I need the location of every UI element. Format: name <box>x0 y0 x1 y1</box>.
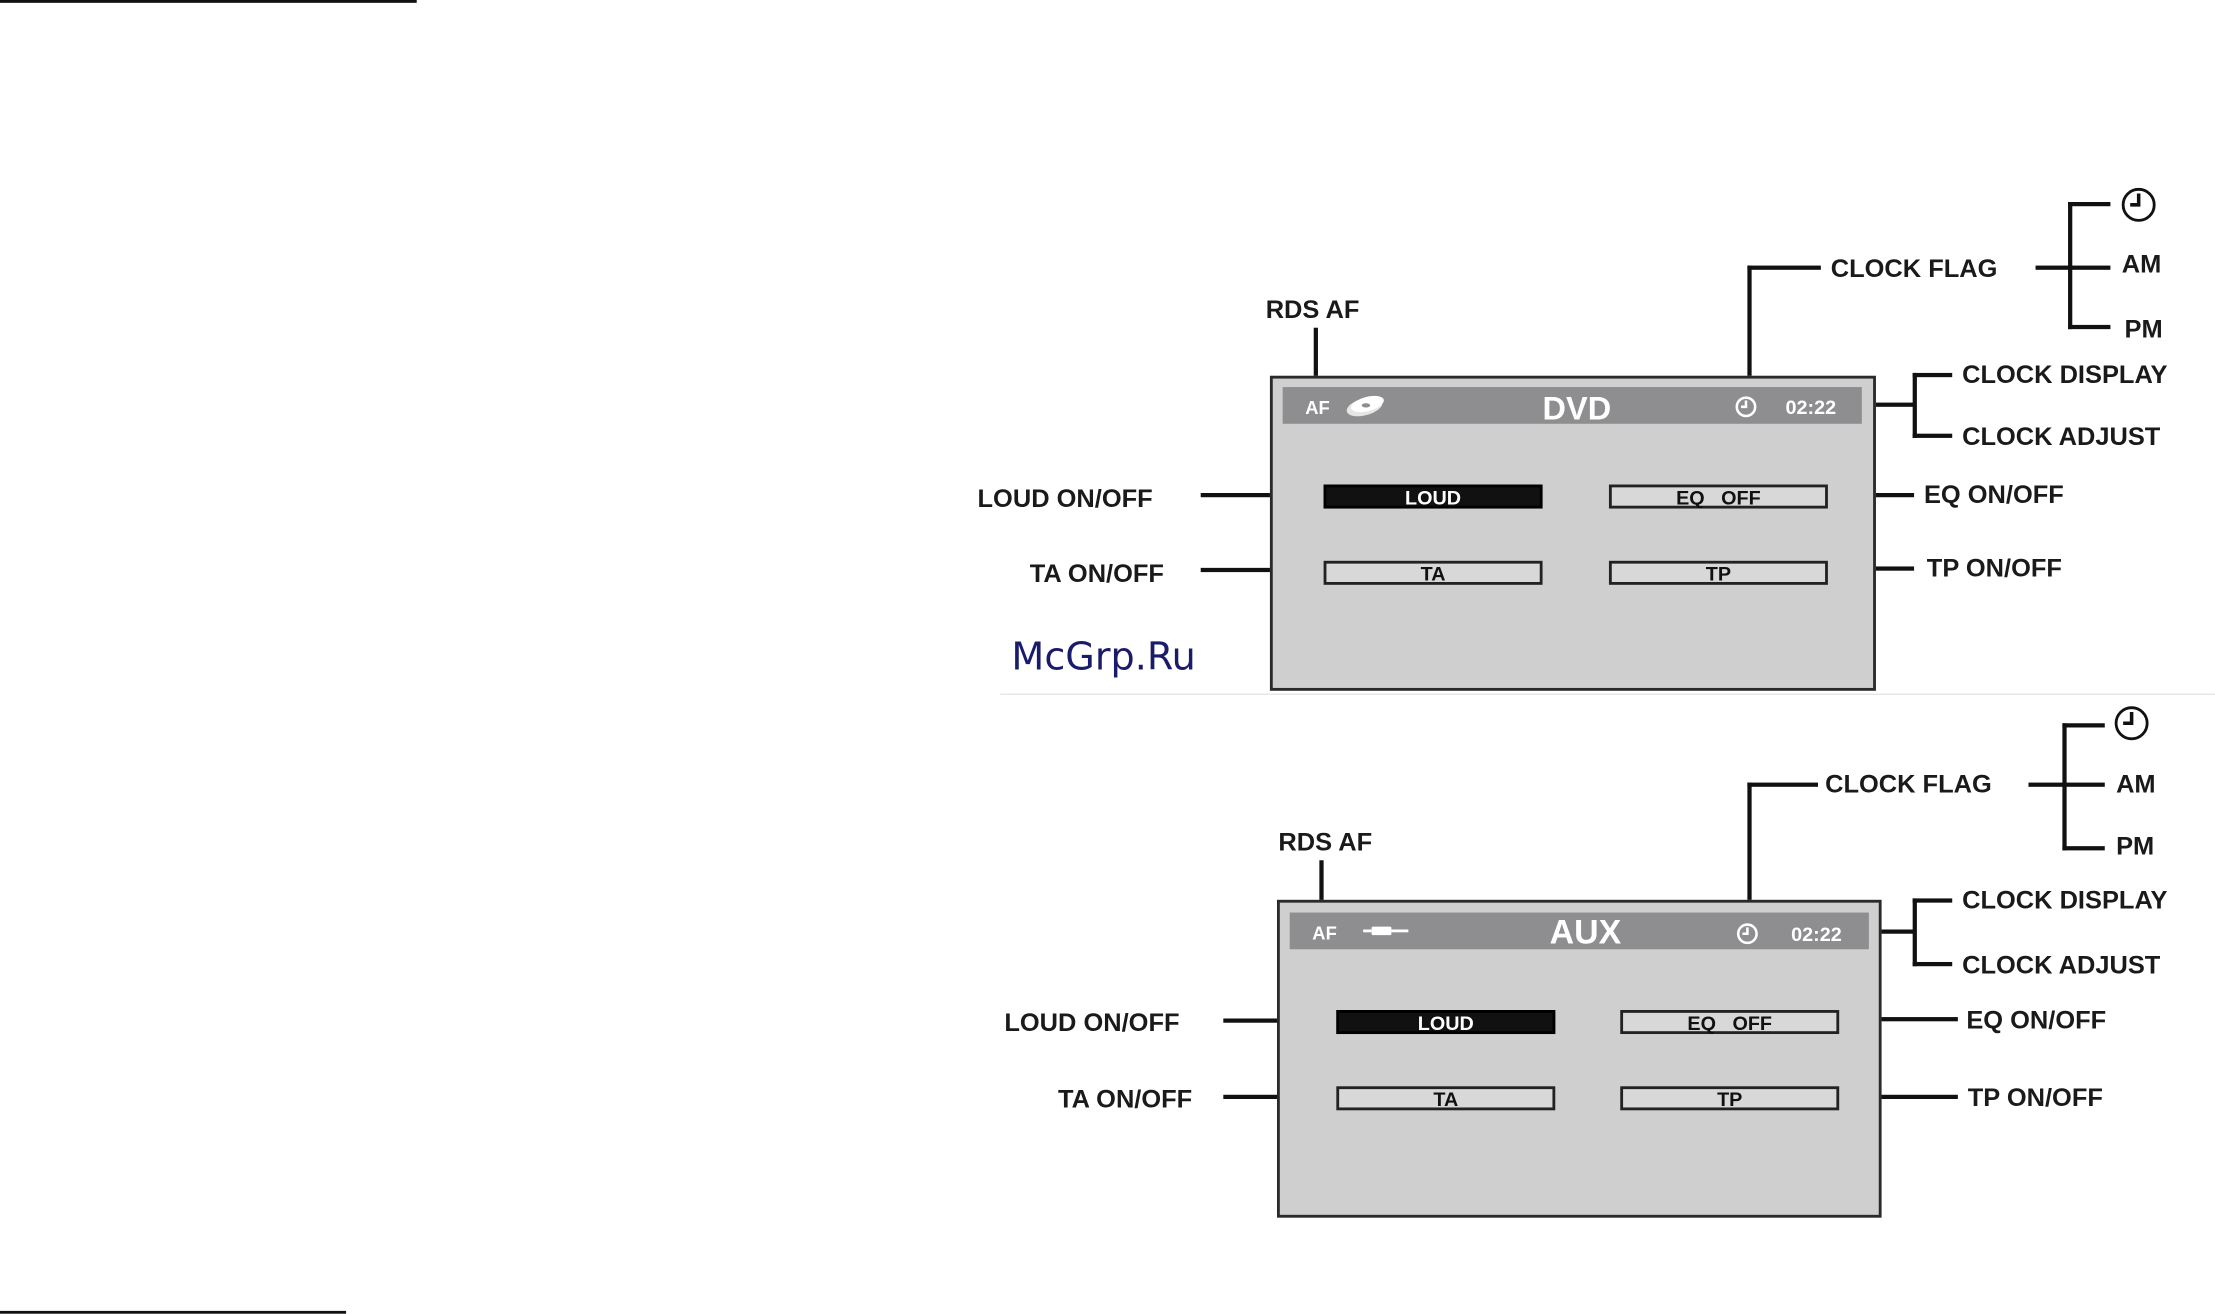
bottom-rule <box>0 1311 346 1314</box>
dvd-screen: AF DVD 02:22 LOUD EQ OFF TA TP <box>1270 376 1876 691</box>
clock-flag-bracket-top <box>2062 723 2104 727</box>
af-indicator: AF <box>1312 922 1336 943</box>
clock-flag-bracket-link <box>2028 783 2063 787</box>
am-label: AM <box>2116 770 2156 798</box>
source-title: DVD <box>1543 390 1612 428</box>
source-title: AUX <box>1550 914 1622 954</box>
aux-plug-icon <box>1363 924 1411 938</box>
ta-onoff-label: TA ON/OFF <box>1030 559 1164 587</box>
clock-flag-bracket-mid <box>2068 266 2110 270</box>
clock-flag-leader-v <box>1747 266 1751 390</box>
clock-flag-indicator-icon <box>1736 922 1759 945</box>
af-indicator: AF <box>1305 397 1329 418</box>
clock-bracket-top <box>1913 898 1953 902</box>
eq-button[interactable]: EQ OFF <box>1620 1010 1839 1034</box>
clock-bracket-v <box>1913 898 1917 966</box>
clock-bracket-v <box>1913 373 1917 438</box>
clock-flag-label: CLOCK FLAG <box>1825 770 1992 798</box>
loud-button[interactable]: LOUD <box>1336 1010 1555 1034</box>
clock-flag-leader-h <box>1747 266 1820 270</box>
clock-icon <box>2119 185 2159 225</box>
loud-onoff-label: LOUD ON/OFF <box>978 485 1153 513</box>
ta-button[interactable]: TA <box>1336 1086 1555 1110</box>
top-rule <box>0 0 417 3</box>
panel-separator <box>1000 694 2215 695</box>
eq-onoff-label: EQ ON/OFF <box>1924 480 2064 508</box>
clock-flag-leader-h <box>1747 783 1818 787</box>
watermark: McGrp.Ru <box>1011 636 1195 680</box>
status-bar: AF AUX 02:22 <box>1290 913 1869 950</box>
clock-flag-bracket-link <box>2036 266 2070 270</box>
clock-flag-bracket-bot <box>2062 846 2104 850</box>
ta-button[interactable]: TA <box>1324 561 1543 585</box>
tp-button[interactable]: TP <box>1620 1086 1839 1110</box>
clock-flag-bracket-bot <box>2068 325 2110 329</box>
rds-af-label: RDS AF <box>1278 828 1372 856</box>
clock-time: 02:22 <box>1791 922 1842 945</box>
aux-screen: AF AUX 02:22 LOUD EQ OFF TA TP <box>1277 900 1882 1218</box>
ta-onoff-label: TA ON/OFF <box>1058 1085 1192 1113</box>
clock-display-label: CLOCK DISPLAY <box>1962 360 2167 388</box>
pm-label: PM <box>2116 832 2154 860</box>
tp-onoff-label: TP ON/OFF <box>1968 1083 2103 1111</box>
tp-button[interactable]: TP <box>1609 561 1828 585</box>
clock-adjust-label: CLOCK ADJUST <box>1962 951 2160 979</box>
rds-af-label: RDS AF <box>1266 295 1360 323</box>
clock-display-label: CLOCK DISPLAY <box>1962 886 2167 914</box>
clock-adjust-label: CLOCK ADJUST <box>1962 422 2160 450</box>
tp-onoff-label: TP ON/OFF <box>1927 554 2062 582</box>
eq-onoff-label: EQ ON/OFF <box>1966 1006 2106 1034</box>
status-bar: AF DVD 02:22 <box>1283 387 1862 424</box>
pm-label: PM <box>2125 315 2163 343</box>
clock-bracket-top <box>1913 373 1953 377</box>
clock-time: 02:22 <box>1786 396 1837 419</box>
am-label: AM <box>2122 250 2162 278</box>
clock-flag-label: CLOCK FLAG <box>1831 254 1998 282</box>
clock-bracket-bot <box>1913 962 1953 966</box>
clock-flag-bracket-mid <box>2062 783 2104 787</box>
disc-icon <box>1345 394 1387 417</box>
clock-flag-leader-v <box>1747 783 1751 919</box>
loud-button[interactable]: LOUD <box>1324 485 1543 509</box>
loud-onoff-label: LOUD ON/OFF <box>1004 1009 1179 1037</box>
clock-flag-indicator-icon <box>1735 396 1758 419</box>
eq-button[interactable]: EQ OFF <box>1609 485 1828 509</box>
clock-flag-bracket-top <box>2068 202 2110 206</box>
clock-bracket-bot <box>1913 434 1953 438</box>
clock-icon <box>2112 703 2152 743</box>
